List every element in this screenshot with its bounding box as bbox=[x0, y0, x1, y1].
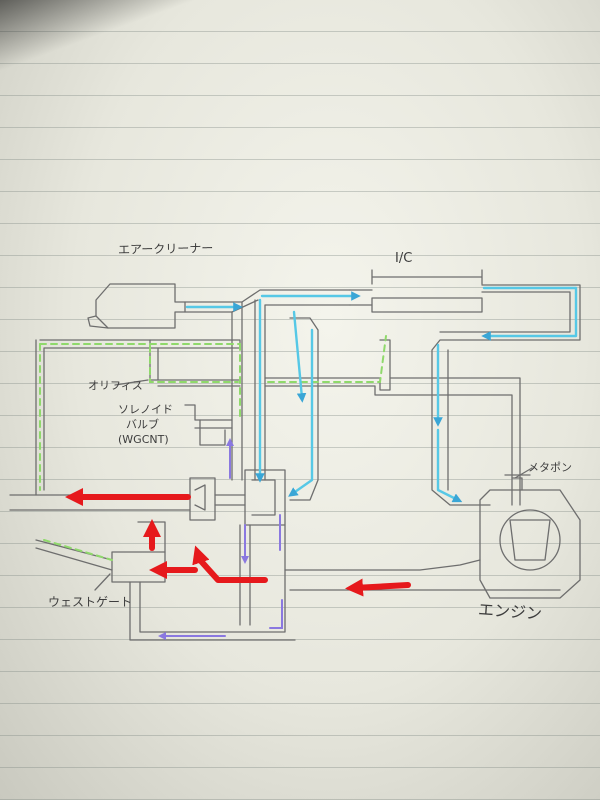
air-cleaner-label: エアークリーナー bbox=[117, 241, 214, 257]
intake-flow-line bbox=[185, 286, 578, 503]
solenoid-valve-label: ソレノイド バルブ (WGCNT) bbox=[118, 402, 173, 447]
intake-piping bbox=[184, 284, 581, 506]
label-leaders bbox=[94, 379, 533, 591]
engine-body bbox=[479, 474, 581, 599]
wastegate-signal-flow bbox=[158, 438, 283, 640]
boost-signal-line bbox=[39, 335, 387, 561]
intercooler-body bbox=[349, 269, 483, 313]
solenoid-label-line2: バルブ bbox=[126, 418, 159, 431]
orifice-label: オリフィス bbox=[88, 379, 143, 392]
metapon-label: メタポン bbox=[528, 461, 572, 474]
engine-label: エンジン bbox=[477, 599, 543, 624]
wastegate-label: ウェストゲート bbox=[48, 595, 133, 609]
intercooler-label: I/C bbox=[395, 251, 413, 266]
solenoid-label-line3: (WGCNT) bbox=[118, 433, 169, 446]
exhaust-piping bbox=[9, 494, 561, 641]
exhaust-flow-arrows bbox=[65, 488, 411, 597]
air-cleaner-body bbox=[87, 283, 186, 329]
turbocharger bbox=[189, 469, 286, 526]
wastegate-body bbox=[111, 521, 166, 583]
solenoid-label-line1: ソレノイド bbox=[118, 403, 173, 416]
